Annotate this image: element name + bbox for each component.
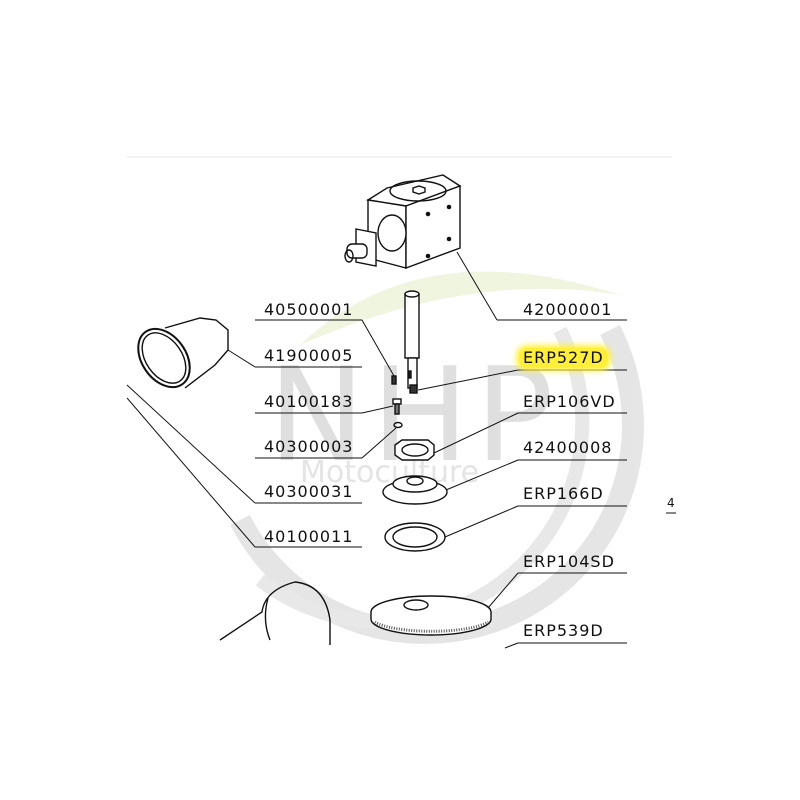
part-label-40100183[interactable]: 40100183 [264,392,354,411]
part-label-42400008[interactable]: 42400008 [523,438,613,457]
part-label-erp104sd[interactable]: ERP104SD [523,552,615,571]
bolt-part-icon [392,398,402,415]
cut-off-label-fragment: 4 [667,496,676,510]
part-label-40100011[interactable]: 40100011 [264,527,354,546]
gearbox-part-icon [344,174,462,270]
part-label-40300031[interactable]: 40300031 [264,482,354,501]
part-label-erp539d[interactable]: ERP539D [523,621,604,640]
pin-part-icon [391,375,397,385]
leader-lines [126,251,676,649]
part-label-erp527d-highlighted[interactable]: ERP527D [519,348,608,368]
part-label-41900005[interactable]: 41900005 [264,346,354,365]
watermark-logo: NHP Motoculture [230,271,644,644]
housing-part-icon [219,581,331,645]
cone-part-icon [137,317,229,389]
flange-part-icon [382,475,448,505]
seal-ring-part-icon [384,522,446,552]
disc-part-icon [370,595,492,636]
part-label-erp166d[interactable]: ERP166D [523,484,604,503]
part-label-42000001[interactable]: 42000001 [523,300,613,319]
gasket-part-icon [394,439,435,461]
part-label-40500001[interactable]: 40500001 [264,300,354,319]
part-label-erp106vd[interactable]: ERP106VD [523,392,616,411]
part-label-40300003[interactable]: 40300003 [264,437,354,456]
washer-part-icon [393,421,403,429]
shaft-part-icon [404,290,420,394]
